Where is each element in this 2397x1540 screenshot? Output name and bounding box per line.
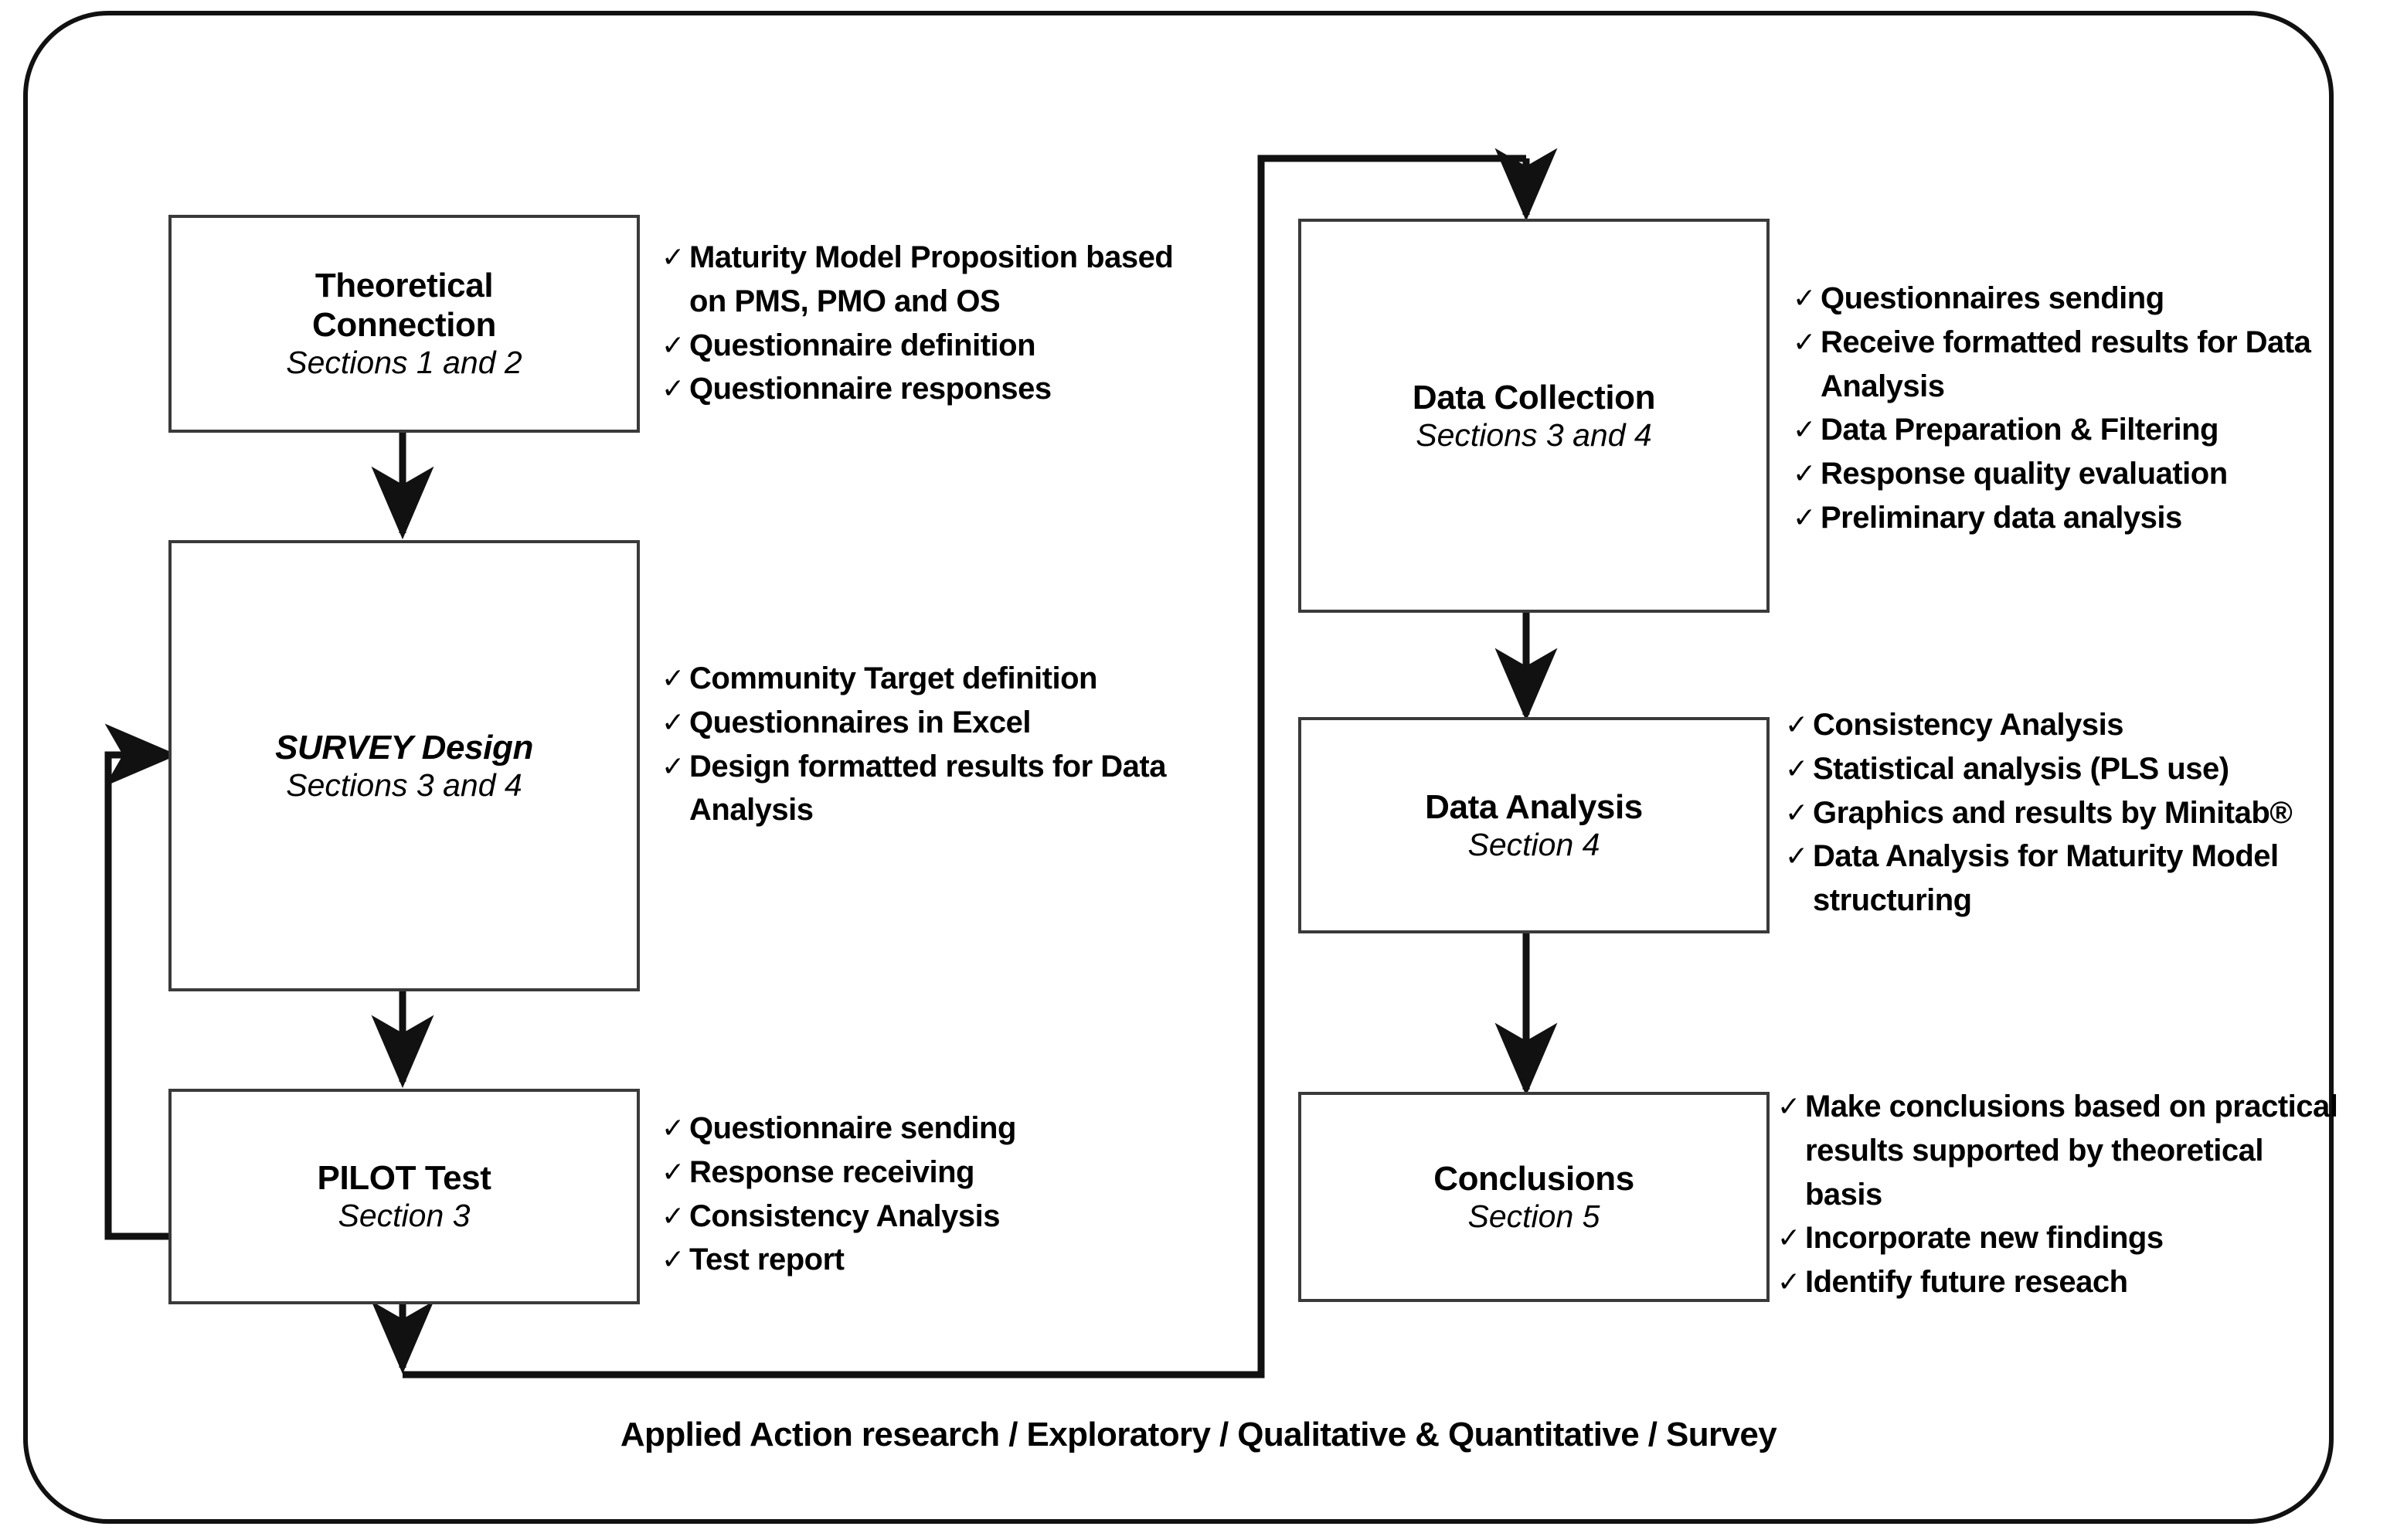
- bullet-item: ✓ Response quality evaluation: [1793, 452, 2334, 496]
- check-icon: ✓: [661, 705, 685, 738]
- bullet-item: ✓ Data Analysis for Maturity Model struc…: [1785, 835, 2334, 923]
- node-subtitle: Section 3: [338, 1198, 471, 1234]
- outer-rounded-frame: [23, 11, 2334, 1524]
- bullet-text: Questionnaires in Excel: [689, 705, 1032, 739]
- check-icon: ✓: [1785, 840, 1808, 872]
- bullet-item: ✓ Data Preparation & Filtering: [1793, 408, 2334, 452]
- bullet-text: Maturity Model Proposition based on PMS,…: [689, 240, 1174, 318]
- bullet-text: Data Preparation & Filtering: [1821, 413, 2218, 447]
- check-icon: ✓: [661, 750, 685, 782]
- bullets-survey-design: ✓ Community Target definition ✓ Question…: [661, 657, 1202, 832]
- bullet-text: Preliminary data analysis: [1821, 500, 2182, 535]
- bullet-item: ✓ Maturity Model Proposition based on PM…: [661, 236, 1187, 324]
- bullet-text: Test report: [689, 1243, 845, 1277]
- bullet-item: ✓ Incorporate new findings: [1777, 1216, 2341, 1260]
- node-title-line1: Theoretical: [314, 267, 494, 305]
- bullet-text: Make conclusions based on practical resu…: [1805, 1090, 2338, 1212]
- check-icon: ✓: [1793, 413, 1816, 446]
- node-subtitle: Section 4: [1467, 826, 1600, 862]
- node-theoretical-connection[interactable]: Theoretical Connection Sections 1 and 2: [168, 215, 640, 433]
- check-icon: ✓: [1785, 709, 1808, 740]
- node-title: PILOT Test: [317, 1159, 491, 1198]
- node-subtitle: Section 5: [1467, 1198, 1600, 1234]
- check-icon: ✓: [1777, 1266, 1800, 1298]
- check-icon: ✓: [661, 662, 685, 694]
- check-icon: ✓: [1793, 501, 1816, 533]
- bullet-item: ✓ Statistical analysis (PLS use): [1785, 747, 2334, 791]
- node-subtitle: Sections 1 and 2: [286, 345, 522, 381]
- bullet-text: Consistency Analysis: [689, 1198, 1001, 1233]
- bullet-item: ✓ Response receiving: [661, 1151, 1187, 1195]
- node-title-line2: Connection: [312, 306, 496, 345]
- node-subtitle: Sections 3 and 4: [286, 767, 522, 803]
- bullets-pilot-test: ✓ Questionnaire sending ✓ Response recei…: [661, 1107, 1187, 1282]
- bullet-item: ✓ Receive formatted results for Data Ana…: [1793, 321, 2334, 409]
- bullet-text: Graphics and results by Minitab®: [1813, 795, 2293, 830]
- node-title: SURVEY Design: [275, 728, 533, 767]
- footer-caption: Applied Action research / Exploratory / …: [620, 1416, 1777, 1453]
- node-title: Data Analysis: [1425, 787, 1643, 826]
- bullet-item: ✓ Design formatted results for Data Anal…: [661, 745, 1202, 833]
- bullet-text: Response receiving: [689, 1154, 974, 1189]
- bullet-item: ✓ Questionnaire definition: [661, 324, 1187, 368]
- check-icon: ✓: [661, 241, 685, 273]
- bullet-item: ✓ Consistency Analysis: [1785, 703, 2334, 747]
- check-icon: ✓: [661, 372, 685, 405]
- node-data-collection[interactable]: Data Collection Sections 3 and 4: [1298, 219, 1770, 613]
- bullets-theoretical-connection: ✓ Maturity Model Proposition based on PM…: [661, 236, 1187, 411]
- check-icon: ✓: [661, 1199, 685, 1232]
- bullet-item: ✓ Questionnaires in Excel: [661, 701, 1202, 745]
- node-title: Theoretical Connection: [312, 266, 496, 345]
- check-icon: ✓: [1777, 1222, 1800, 1254]
- bullet-text: Incorporate new findings: [1805, 1221, 2164, 1256]
- bullet-item: ✓ Questionnaires sending: [1793, 277, 2334, 321]
- check-icon: ✓: [1793, 325, 1816, 358]
- bullet-item: ✓ Graphics and results by Minitab®: [1785, 791, 2334, 835]
- check-icon: ✓: [661, 328, 685, 361]
- bullet-item: ✓ Consistency Analysis: [661, 1195, 1187, 1239]
- check-icon: ✓: [661, 1155, 685, 1188]
- node-data-analysis[interactable]: Data Analysis Section 4: [1298, 717, 1770, 933]
- bullet-item: ✓ Make conclusions based on practical re…: [1777, 1085, 2341, 1216]
- check-icon: ✓: [1793, 282, 1816, 314]
- node-survey-design[interactable]: SURVEY Design Sections 3 and 4: [168, 540, 640, 991]
- bullet-text: Community Target definition: [689, 661, 1097, 695]
- bullet-text: Questionnaires sending: [1821, 281, 2164, 315]
- node-conclusions[interactable]: Conclusions Section 5: [1298, 1092, 1770, 1302]
- check-icon: ✓: [1777, 1090, 1800, 1122]
- check-icon: ✓: [661, 1243, 685, 1276]
- node-title: Data Collection: [1412, 378, 1656, 416]
- bullet-item: ✓ Test report: [661, 1238, 1187, 1282]
- node-pilot-test[interactable]: PILOT Test Section 3: [168, 1089, 640, 1304]
- bullet-item: ✓ Questionnaire sending: [661, 1107, 1187, 1151]
- node-title: Conclusions: [1433, 1159, 1634, 1198]
- bullets-data-collection: ✓ Questionnaires sending ✓ Receive forma…: [1793, 277, 2334, 540]
- bullets-data-analysis: ✓ Consistency Analysis ✓ Statistical ana…: [1785, 703, 2334, 923]
- bullet-text: Questionnaire sending: [689, 1111, 1016, 1145]
- check-icon: ✓: [1785, 752, 1808, 784]
- bullet-item: ✓ Preliminary data analysis: [1793, 496, 2334, 540]
- check-icon: ✓: [661, 1112, 685, 1144]
- node-subtitle: Sections 3 and 4: [1416, 416, 1652, 453]
- bullet-text: Design formatted results for Data Analys…: [689, 749, 1166, 828]
- bullet-text: Data Analysis for Maturity Model structu…: [1813, 839, 2279, 918]
- bullet-text: Consistency Analysis: [1813, 708, 2124, 742]
- bullet-item: ✓ Identify future reseach: [1777, 1260, 2341, 1304]
- bullet-text: Identify future reseach: [1805, 1265, 2128, 1300]
- bullet-text: Response quality evaluation: [1821, 457, 2228, 491]
- bullet-text: Statistical analysis (PLS use): [1813, 751, 2229, 786]
- bullet-text: Questionnaire responses: [689, 372, 1052, 406]
- check-icon: ✓: [1793, 457, 1816, 490]
- bullet-item: ✓ Questionnaire responses: [661, 367, 1187, 411]
- bullet-text: Receive formatted results for Data Analy…: [1821, 325, 2311, 403]
- bullet-item: ✓ Community Target definition: [661, 657, 1202, 701]
- bullet-text: Questionnaire definition: [689, 328, 1036, 362]
- check-icon: ✓: [1785, 796, 1808, 828]
- bullets-conclusions: ✓ Make conclusions based on practical re…: [1777, 1085, 2341, 1304]
